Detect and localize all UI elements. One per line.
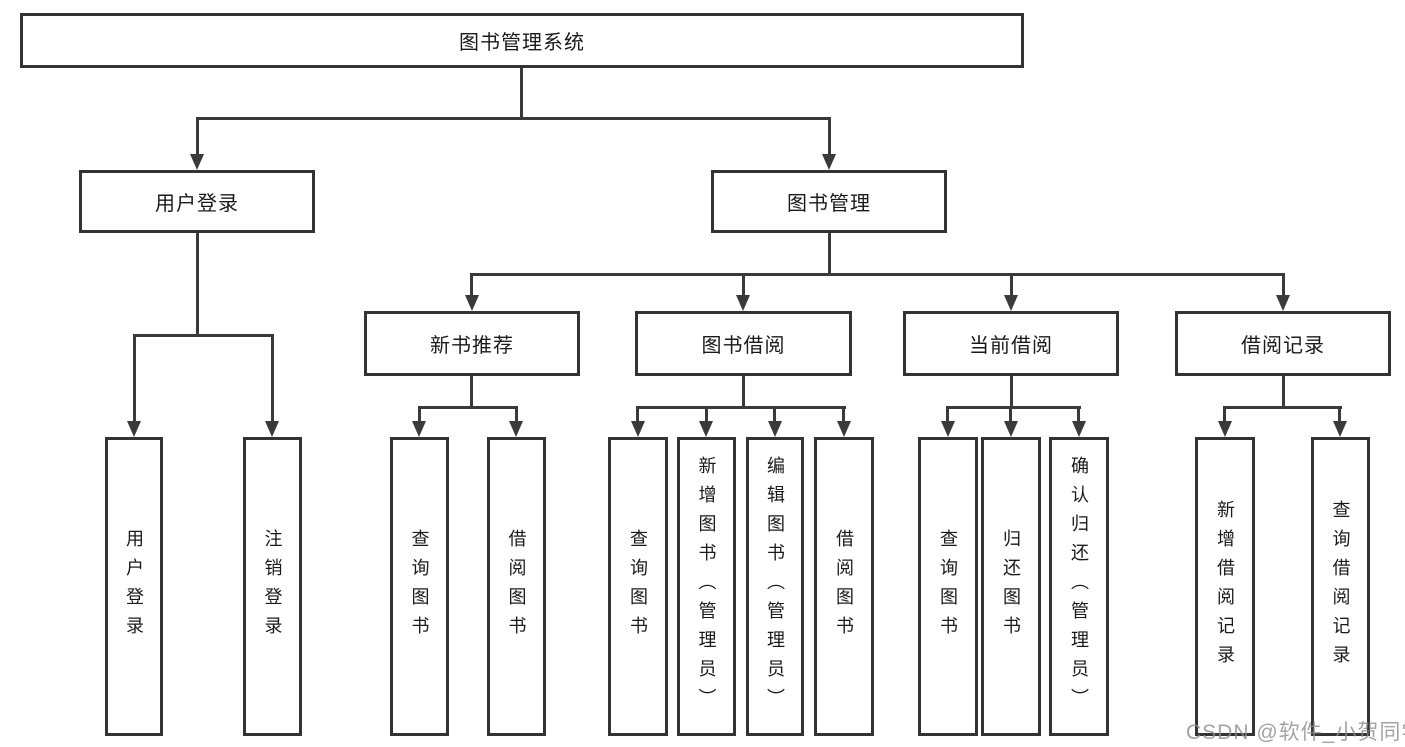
leaf-add-books-admin: 新增图书（管理员） bbox=[677, 437, 736, 736]
connector-line bbox=[133, 334, 136, 424]
leaf-label: 借阅图书 bbox=[834, 528, 854, 645]
connector-line bbox=[470, 376, 473, 409]
arrowhead-icon bbox=[190, 154, 204, 170]
arrowhead-icon bbox=[768, 421, 782, 437]
connector-line bbox=[705, 406, 708, 424]
connector-line bbox=[636, 406, 639, 424]
arrowhead-icon bbox=[127, 421, 141, 437]
connector-line bbox=[133, 334, 274, 337]
node-book-management-label: 图书管理 bbox=[787, 193, 871, 215]
arrowhead-icon bbox=[412, 421, 426, 437]
leaf-user-login: 用户登录 bbox=[105, 437, 163, 736]
connector-line bbox=[636, 406, 846, 409]
connector-line bbox=[1282, 376, 1285, 409]
connector-line bbox=[196, 117, 831, 120]
arrowhead-icon bbox=[1333, 421, 1347, 437]
leaf-label: 用户登录 bbox=[124, 528, 144, 645]
connector-line bbox=[1282, 273, 1285, 298]
arrowhead-icon bbox=[699, 421, 713, 437]
leaf-borrow-books: 借阅图书 bbox=[814, 437, 874, 736]
connector-line bbox=[742, 376, 745, 409]
arrowhead-icon bbox=[837, 421, 851, 437]
connector-line bbox=[828, 233, 831, 275]
arrowhead-icon bbox=[631, 421, 645, 437]
connector-line bbox=[1077, 406, 1080, 424]
leaf-query-books-recommend: 查询图书 bbox=[390, 437, 449, 736]
connector-line bbox=[1010, 273, 1013, 298]
connector-line bbox=[946, 406, 949, 424]
leaf-query-books-current: 查询图书 bbox=[918, 437, 978, 736]
node-book-management: 图书管理 bbox=[711, 170, 947, 233]
node-root-label: 图书管理系统 bbox=[459, 32, 585, 54]
node-user-login: 用户登录 bbox=[79, 170, 315, 233]
connector-line bbox=[1010, 376, 1013, 409]
connector-line bbox=[1338, 406, 1341, 424]
connector-line bbox=[828, 117, 831, 159]
node-current-borrow: 当前借阅 bbox=[903, 311, 1119, 376]
arrowhead-icon bbox=[736, 295, 750, 311]
connector-line bbox=[418, 406, 421, 424]
node-book-borrow-label: 图书借阅 bbox=[701, 335, 786, 357]
arrowhead-icon bbox=[465, 295, 479, 311]
node-borrow-record: 借阅记录 bbox=[1175, 311, 1391, 376]
arrowhead-icon bbox=[941, 421, 955, 437]
leaf-query-books-borrow: 查询图书 bbox=[608, 437, 668, 736]
connector-line bbox=[520, 68, 523, 120]
connector-line bbox=[196, 233, 199, 337]
arrowhead-icon bbox=[1072, 421, 1086, 437]
leaf-label: 查询图书 bbox=[628, 528, 648, 645]
leaf-label: 编辑图书（管理员） bbox=[765, 456, 785, 717]
node-borrow-record-label: 借阅记录 bbox=[1241, 335, 1325, 357]
connector-line bbox=[842, 406, 845, 424]
leaf-add-borrow-record: 新增借阅记录 bbox=[1195, 437, 1255, 736]
leaf-return-books: 归还图书 bbox=[981, 437, 1041, 736]
leaf-label: 查询图书 bbox=[938, 528, 958, 645]
connector-line bbox=[1009, 406, 1012, 424]
leaf-logout: 注销登录 bbox=[243, 437, 302, 736]
connector-line bbox=[1223, 406, 1226, 424]
arrowhead-icon bbox=[1276, 295, 1290, 311]
connector-line bbox=[515, 406, 518, 424]
leaf-label: 新增图书（管理员） bbox=[696, 456, 717, 717]
connector-line bbox=[271, 334, 274, 424]
node-root: 图书管理系统 bbox=[20, 13, 1024, 68]
arrowhead-icon bbox=[1218, 421, 1232, 437]
leaf-query-borrow-record: 查询借阅记录 bbox=[1311, 437, 1370, 736]
connector-line bbox=[742, 273, 745, 298]
connector-line bbox=[470, 273, 1284, 276]
leaf-label: 查询图书 bbox=[409, 528, 430, 645]
watermark: CSDN @软件_小贺同学 bbox=[1186, 721, 1405, 744]
arrowhead-icon bbox=[265, 421, 279, 437]
connector-line bbox=[418, 406, 518, 409]
node-book-borrow: 图书借阅 bbox=[635, 311, 852, 376]
node-current-borrow-label: 当前借阅 bbox=[969, 335, 1053, 357]
leaf-label: 新增借阅记录 bbox=[1215, 499, 1235, 674]
leaf-label: 确认归还（管理员） bbox=[1069, 456, 1089, 717]
node-user-login-label: 用户登录 bbox=[155, 193, 239, 215]
leaf-confirm-return-admin: 确认归还（管理员） bbox=[1049, 437, 1109, 736]
connector-line bbox=[470, 273, 473, 298]
leaf-borrow-books-recommend: 借阅图书 bbox=[487, 437, 546, 736]
connector-line bbox=[196, 117, 199, 159]
arrowhead-icon bbox=[822, 154, 836, 170]
connector-line bbox=[773, 406, 776, 424]
arrowhead-icon bbox=[509, 421, 523, 437]
node-new-book-recommend-label: 新书推荐 bbox=[430, 335, 514, 357]
arrowhead-icon bbox=[1004, 421, 1018, 437]
leaf-label: 注销登录 bbox=[262, 528, 283, 645]
leaf-edit-books-admin: 编辑图书（管理员） bbox=[746, 437, 804, 736]
leaf-label: 查询借阅记录 bbox=[1330, 499, 1351, 674]
node-new-book-recommend: 新书推荐 bbox=[364, 311, 580, 376]
leaf-label: 借阅图书 bbox=[506, 528, 527, 645]
leaf-label: 归还图书 bbox=[1001, 528, 1021, 645]
connector-line bbox=[946, 406, 1081, 409]
arrowhead-icon bbox=[1004, 295, 1018, 311]
connector-line bbox=[1223, 406, 1342, 409]
